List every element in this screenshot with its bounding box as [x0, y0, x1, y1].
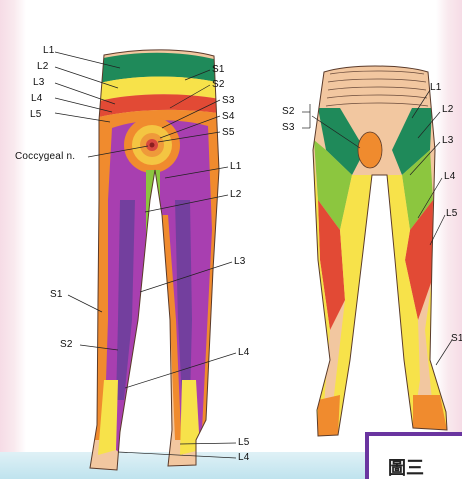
post-label-s1: S1: [212, 65, 225, 75]
post-label-l3: L3: [33, 78, 45, 88]
anterior-view: [300, 60, 460, 450]
post-leg-label-s1: S1: [50, 290, 63, 300]
ant-label-l1: L1: [430, 83, 442, 93]
ant-label-s2: S2: [282, 107, 295, 117]
ant-label-s3: S3: [282, 123, 295, 133]
post-label-l4: L4: [31, 94, 43, 104]
post-leg-label-l2: L2: [230, 190, 242, 200]
post-leg-label-l1: L1: [230, 162, 242, 172]
post-foot-label-l5: L5: [238, 438, 250, 448]
post-label-s5: S5: [222, 128, 235, 138]
post-label-s4: S4: [222, 112, 235, 122]
ant-label-s1: S1: [451, 334, 462, 344]
post-label-l1: L1: [43, 46, 55, 56]
post-foot-label-l4: L4: [238, 453, 250, 463]
post-label-s2: S2: [212, 80, 225, 90]
post-leg-label-s2: S2: [60, 340, 73, 350]
ant-label-l3: L3: [442, 136, 454, 146]
ant-label-l2: L2: [442, 105, 454, 115]
posterior-view: [80, 40, 230, 470]
post-leg-label-l3: L3: [234, 257, 246, 267]
ant-label-l5: L5: [446, 209, 458, 219]
post-leg-label-l4: L4: [238, 348, 250, 358]
ant-label-l4: L4: [444, 172, 456, 182]
post-label-coccygeal: Coccygeal n.: [15, 152, 75, 162]
figure-caption: 圖三: [388, 454, 424, 479]
post-label-l5: L5: [30, 110, 42, 120]
post-label-l2: L2: [37, 62, 49, 72]
post-label-s3: S3: [222, 96, 235, 106]
